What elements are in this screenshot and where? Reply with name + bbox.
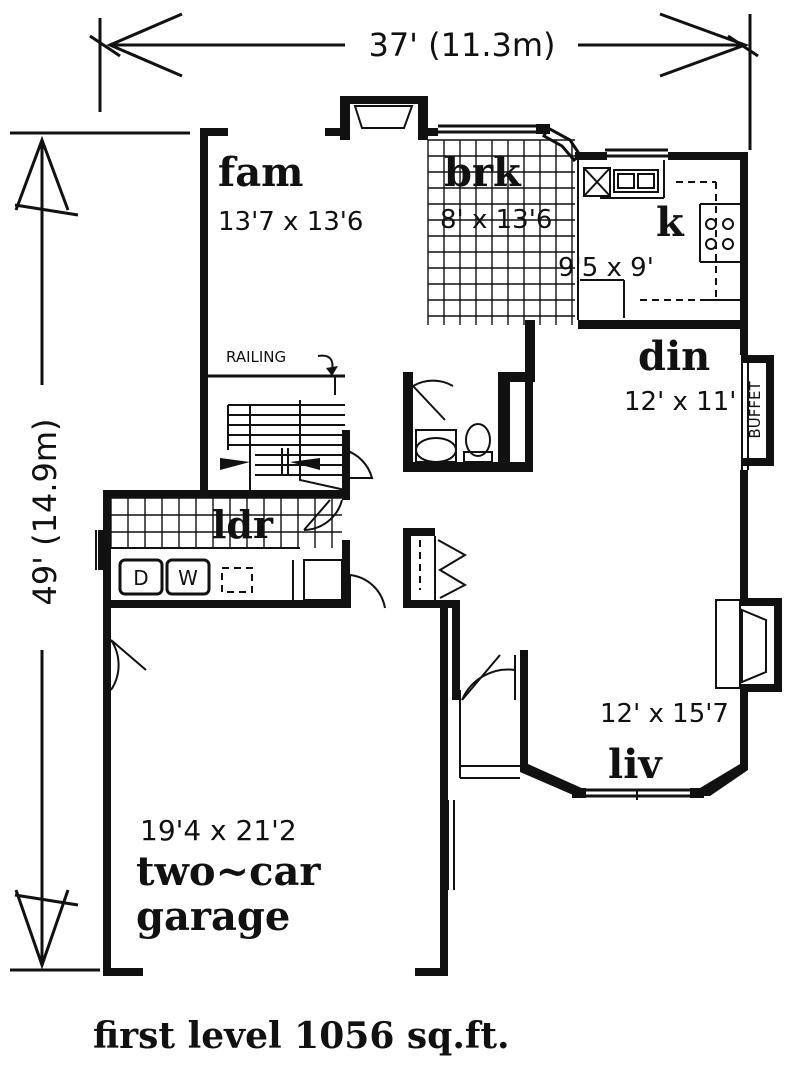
exterior-walls — [103, 96, 782, 976]
k-room-name: k — [656, 199, 685, 246]
breakfast-tile-floor — [427, 139, 575, 325]
interior-walls — [342, 320, 535, 608]
kitchen-counters — [577, 160, 740, 320]
garage-name-line1: two~car — [136, 848, 321, 895]
plan-caption: first level 1056 sq.ft. — [93, 1015, 510, 1057]
fam-room-size: 13'7 x 13'6 — [218, 207, 363, 237]
din-room-size: 12' x 11' — [624, 387, 736, 417]
buffet-label: BUFFET — [746, 381, 764, 439]
garage-name-line2: garage — [136, 893, 290, 940]
liv-room-name: liv — [608, 741, 663, 788]
cooktop — [705, 218, 734, 250]
fam-room-name: fam — [218, 149, 303, 196]
laundry-tile-floor — [110, 497, 342, 548]
dryer-label: D — [133, 566, 148, 590]
powder-room-fixtures — [412, 379, 493, 463]
din-room-name: din — [638, 333, 710, 380]
laundry-appliances — [111, 499, 343, 601]
kitchen-sink — [613, 169, 659, 193]
garage-side-door — [95, 530, 147, 691]
closet-door — [437, 539, 468, 599]
front-entry-door — [461, 654, 516, 701]
brk-room-size: 8' x 13'6 — [440, 205, 552, 235]
railing-label: RAILING — [226, 348, 286, 366]
entry-door-garage — [349, 573, 386, 609]
washer-label: W — [178, 566, 198, 590]
depth-dimension-line — [10, 131, 190, 972]
garage-size: 19'4 x 21'2 — [140, 814, 297, 847]
liv-room-size: 12' x 15'7 — [600, 699, 729, 729]
width-dimension-line — [89, 12, 759, 150]
depth-dimension-label: 49' (14.9m) — [26, 418, 64, 605]
width-dimension-label: 37' (11.3m) — [368, 26, 555, 64]
brk-room-name: brk — [444, 149, 522, 196]
dishwasher — [583, 167, 611, 197]
staircase — [208, 374, 374, 492]
k-room-size: 9'5 x 9' — [558, 253, 654, 283]
railing-callout — [317, 354, 338, 376]
ldr-room-name: ldr — [212, 502, 274, 547]
